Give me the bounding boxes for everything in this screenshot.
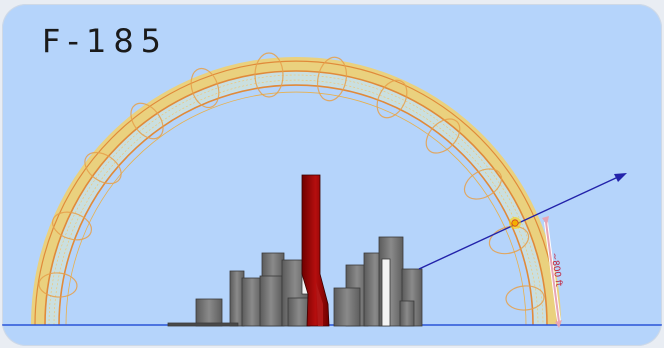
city-buildings — [167, 236, 423, 327]
height-measurement-bracket: ~800 ft — [542, 216, 563, 328]
orbital-ring — [31, 52, 561, 326]
figure-id-label: F-185 — [42, 22, 169, 60]
ring-city-diagram: ~800 ft — [2, 52, 662, 328]
central-tower — [301, 174, 330, 327]
diagram-card: ~800 ft F-185 — [2, 4, 662, 346]
measurement-label: ~800 ft — [549, 252, 564, 288]
intersection-marker-icon — [509, 217, 521, 229]
